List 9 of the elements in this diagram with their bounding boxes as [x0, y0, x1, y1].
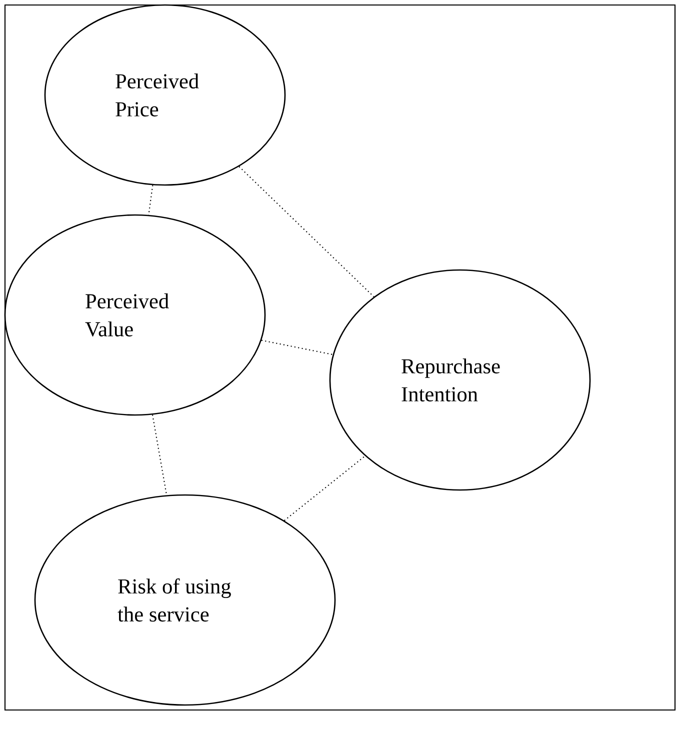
- ellipse-node: Risk of using the service: [34, 494, 336, 706]
- ellipse-node: Perceived Value: [4, 214, 266, 416]
- connector-line: [148, 185, 154, 215]
- ellipse-node: Perceived Price: [44, 4, 286, 186]
- ellipse-node: Repurchase Intention: [329, 269, 591, 491]
- connector-line: [261, 340, 333, 356]
- connector-line: [238, 166, 374, 298]
- connector-line: [284, 456, 366, 521]
- connector-line: [152, 414, 168, 496]
